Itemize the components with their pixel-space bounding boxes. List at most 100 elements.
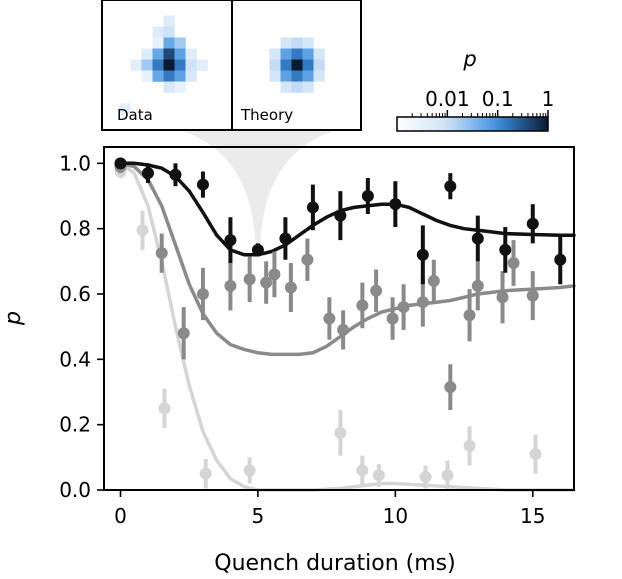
data-point (334, 191, 347, 241)
data-point (268, 251, 281, 298)
heatmap-cell (280, 37, 292, 49)
heatmap-cell (291, 81, 303, 93)
data-marker (177, 327, 190, 340)
data-point (323, 297, 336, 340)
data-point (416, 277, 429, 327)
heatmap-cell (152, 26, 164, 38)
heatmap-cell (174, 48, 186, 60)
x-tick-label: 0 (114, 504, 127, 528)
data-point (419, 465, 432, 489)
data-point (224, 261, 237, 311)
data-point (361, 178, 374, 214)
y-axis-ticks: 0.00.20.40.60.81.0 (59, 151, 104, 502)
data-points (114, 157, 567, 490)
data-point (301, 238, 314, 281)
heatmap-cell (163, 26, 175, 38)
heatmap-cell (302, 48, 314, 60)
heatmap-cell (280, 70, 292, 82)
heatmap-cell (302, 81, 314, 93)
y-tick-label: 0.8 (59, 217, 91, 241)
inset-connector (179, 130, 336, 250)
data-marker (389, 198, 402, 211)
data-point (196, 267, 209, 321)
fit-curve-series-1 (118, 161, 576, 357)
y-tick-label: 0.0 (59, 478, 91, 502)
data-marker (554, 253, 567, 266)
data-point (356, 282, 369, 329)
data-point (224, 217, 237, 263)
data-marker (114, 157, 127, 170)
heatmap-cell (174, 59, 186, 71)
x-tick-label: 5 (252, 504, 265, 528)
data-point (496, 271, 509, 324)
data-point (397, 284, 410, 330)
heatmap-cell (313, 59, 325, 71)
data-marker (372, 469, 385, 482)
data-marker (158, 402, 171, 415)
heatmap-cell (302, 59, 314, 71)
heatmap-cell (152, 59, 164, 71)
data-marker (416, 296, 429, 309)
heatmap-cell (152, 48, 164, 60)
data-point (529, 434, 542, 474)
data-point (554, 235, 567, 285)
data-marker (529, 448, 542, 461)
data-point (141, 163, 154, 183)
data-marker (199, 467, 212, 480)
data-marker (243, 464, 256, 477)
data-point (499, 227, 512, 273)
data-marker (419, 470, 432, 483)
data-marker (268, 268, 281, 281)
data-point (356, 455, 369, 486)
y-tick-label: 0.6 (59, 282, 91, 306)
data-marker (507, 256, 520, 269)
data-point (444, 364, 457, 410)
colorbar-gradient (396, 116, 549, 132)
data-marker (243, 273, 256, 286)
data-marker (397, 301, 410, 314)
heatmap-cell (141, 48, 153, 60)
heatmap-cell (280, 48, 292, 60)
data-point (177, 307, 190, 360)
heatmap-cell (185, 70, 197, 82)
heatmap-cell (163, 48, 175, 60)
heatmap-cell (174, 81, 186, 93)
heatmap-cell (291, 37, 303, 49)
heatmap-cell (163, 59, 175, 71)
heatmap-cell (163, 37, 175, 49)
data-point (243, 256, 256, 303)
data-marker (499, 243, 512, 256)
heatmap-cell (185, 48, 197, 60)
data-marker (471, 279, 484, 292)
heatmap-label-theory: Theory (240, 106, 293, 124)
heatmap-cell (174, 70, 186, 82)
fit-curve-series-0 (118, 161, 576, 257)
data-marker (224, 234, 237, 247)
data-point (306, 184, 319, 231)
data-point (526, 271, 539, 321)
data-marker (155, 247, 168, 260)
data-point (337, 310, 350, 350)
data-marker (444, 180, 457, 193)
heatmap-cell (291, 48, 303, 60)
data-point (507, 240, 520, 286)
data-marker (356, 464, 369, 477)
heatmap-cell (163, 81, 175, 93)
data-point (114, 157, 127, 170)
y-tick-label: 1.0 (59, 151, 91, 175)
data-point (370, 269, 383, 312)
heatmap-label-data: Data (117, 106, 153, 124)
data-marker (136, 224, 149, 237)
data-point (251, 243, 264, 257)
data-point (284, 262, 297, 312)
data-marker (323, 312, 336, 325)
inset-heatmaps: Data Theory (101, 0, 362, 131)
data-marker (251, 243, 264, 256)
heatmap-cell (313, 70, 325, 82)
data-point (444, 173, 457, 200)
data-marker (427, 274, 440, 287)
data-marker (334, 209, 347, 222)
